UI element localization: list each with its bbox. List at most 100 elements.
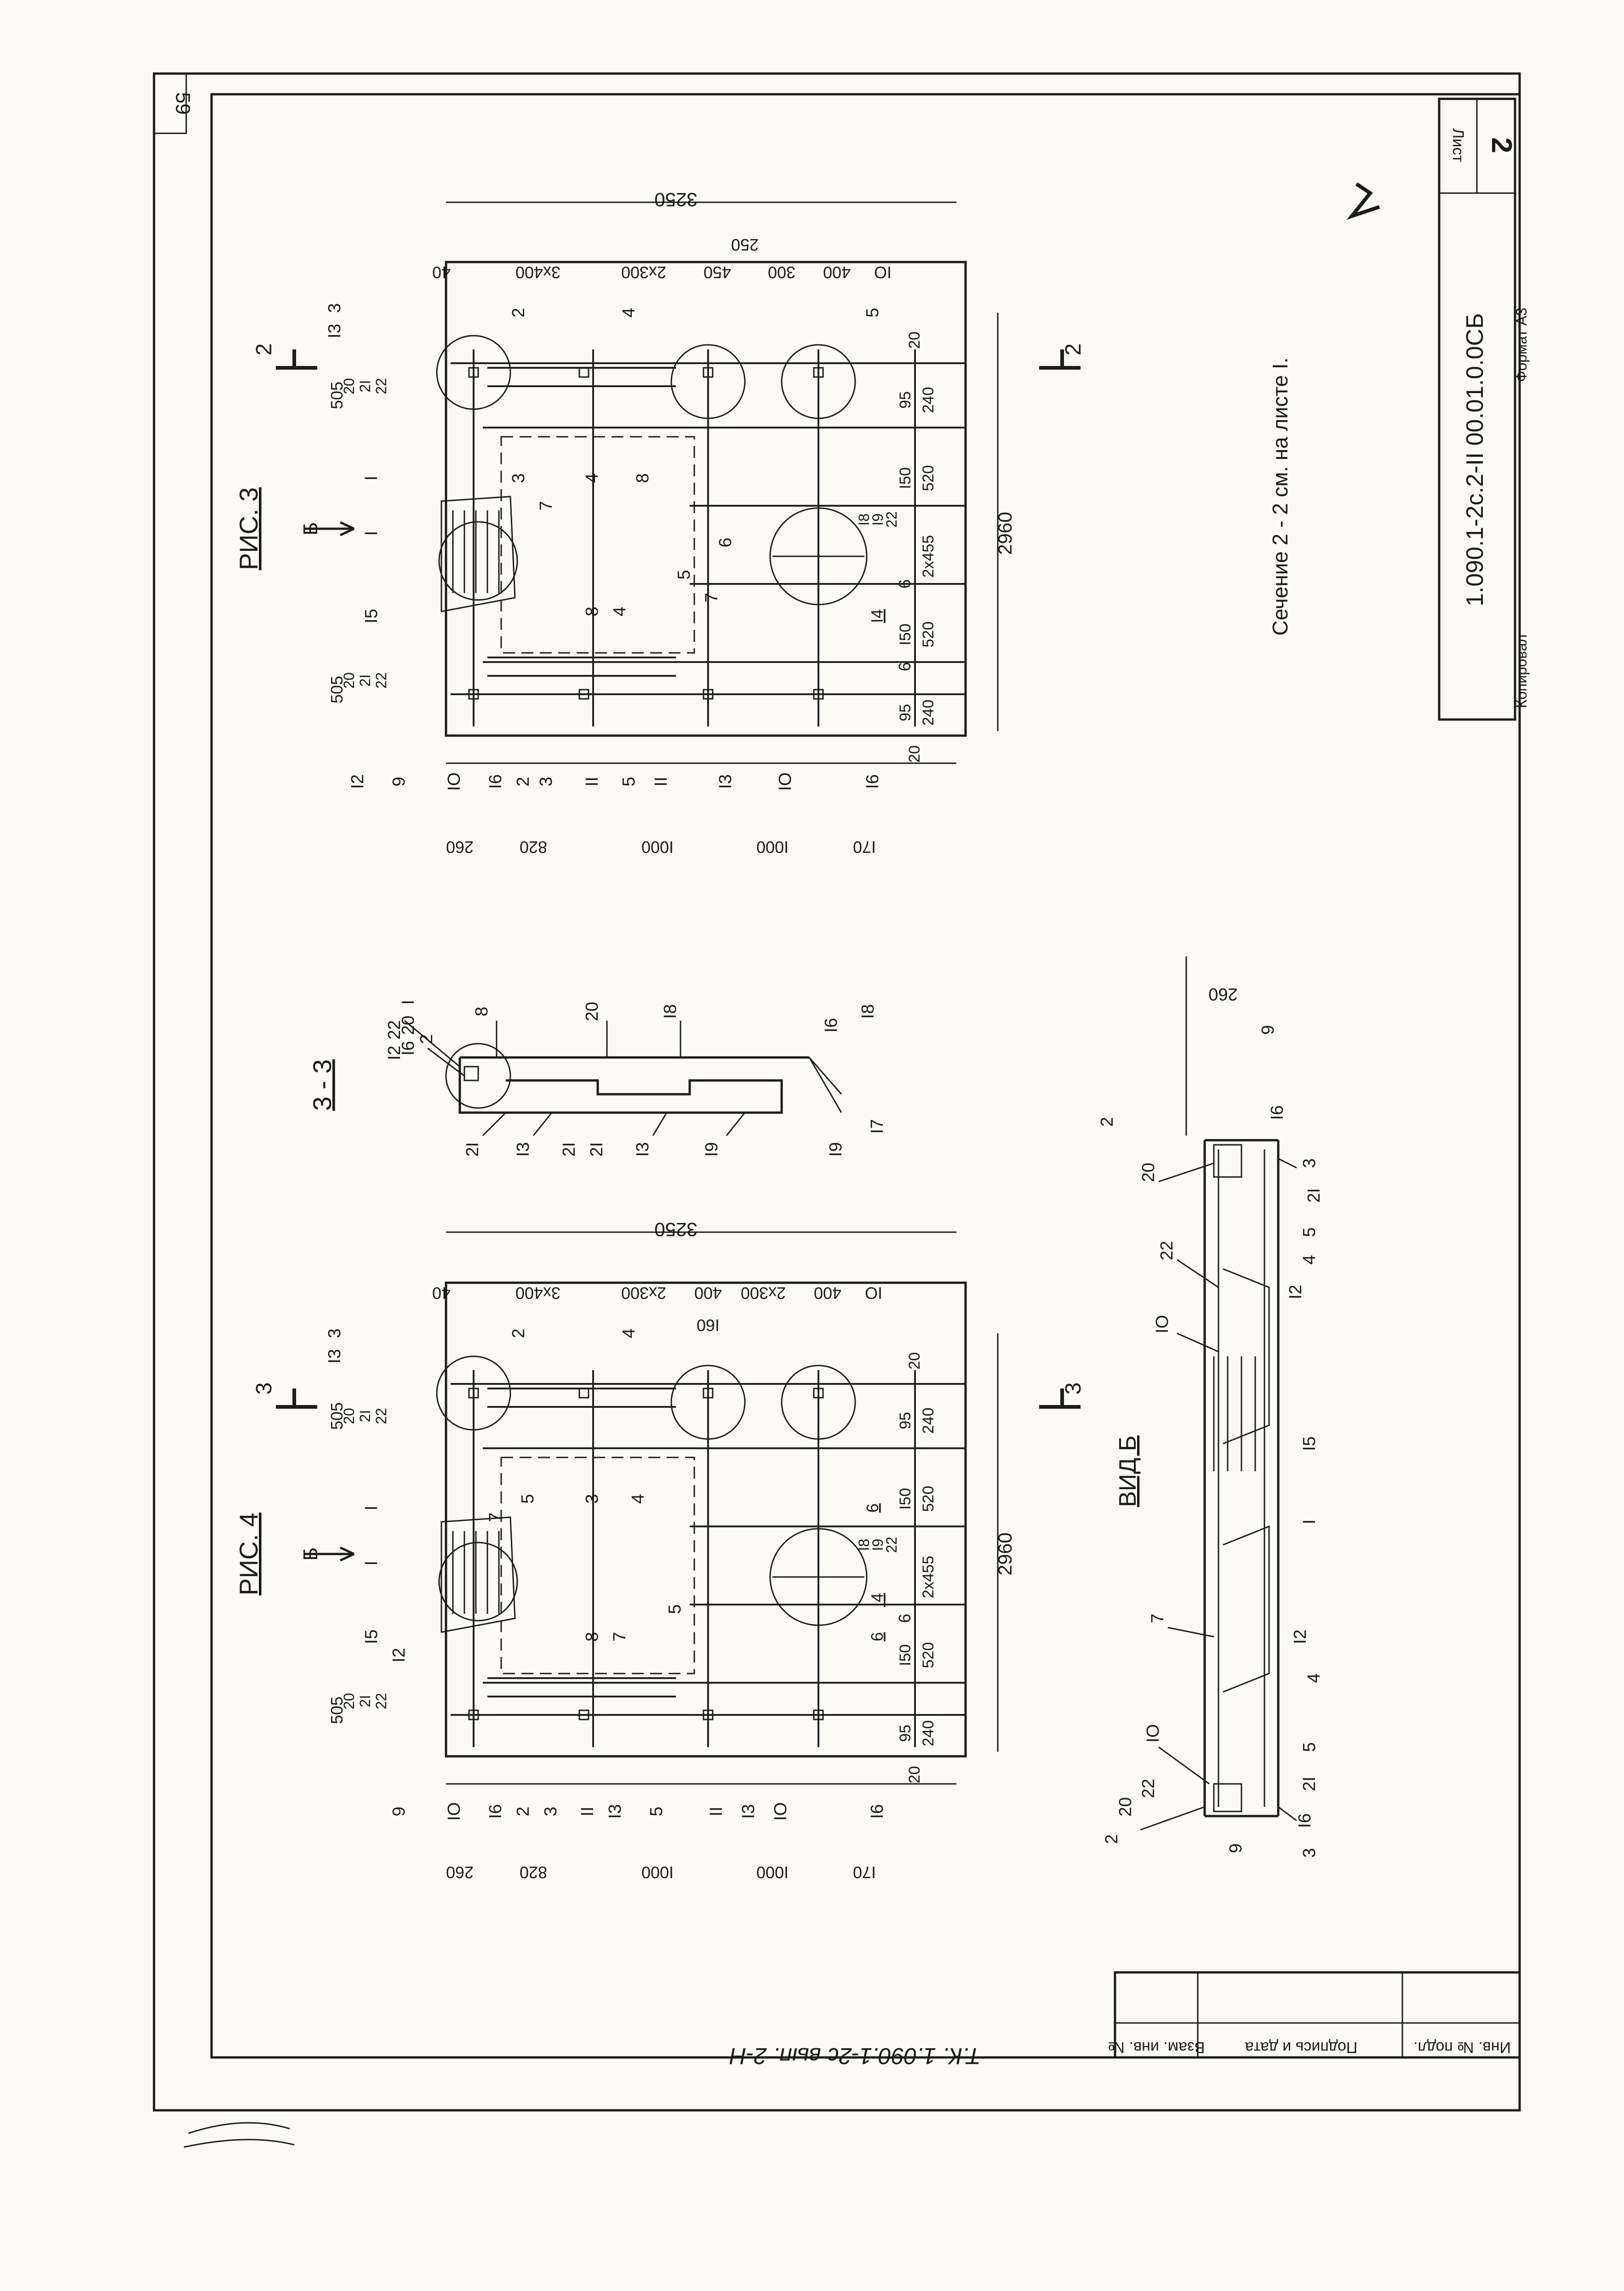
view-b-loop (1223, 1525, 1270, 1693)
fig3-cut-mark (1039, 349, 1081, 370)
fig4-callout: 4 (619, 1328, 639, 1338)
fig4-callout: IO (771, 1802, 790, 1821)
fig4-dim-bottom: 95 (897, 1412, 914, 1429)
scan-scribble (183, 2139, 295, 2148)
section33-callout: 2I (587, 1142, 606, 1157)
fig4-cut-label: 3 (252, 1383, 276, 1395)
fig3-dim-bottom: 2x455 (920, 535, 937, 578)
view-b-callout: I6 (1268, 1105, 1287, 1120)
view-b-callout: I5 (1300, 1436, 1319, 1451)
stamp-inv-podl: Инв. № подл. (1413, 2039, 1511, 2056)
fig4-anchor (813, 1709, 824, 1720)
fig4-callout: 2I (357, 1695, 373, 1708)
fig3-callout: 6 (895, 662, 914, 671)
title-block: Лист 2 1.090.1-2с.2-II 00.01.0.0СБ Копир… (1346, 97, 1530, 721)
view-b-callout: 3 (1300, 1848, 1319, 1857)
approval-strip: Инв. № подл. Подпись и дата Взам. инв. № (1108, 1971, 1521, 2059)
fig4-dim-side: 505 (327, 1697, 346, 1724)
fig4-anchor (813, 1388, 824, 1399)
view-b-anchor (1213, 1783, 1242, 1812)
view-b-outline (1203, 1139, 1280, 1817)
fig4-dim-bottom: 95 (897, 1725, 914, 1742)
view-b-callout: 2I (1300, 1777, 1319, 1791)
pen-mark (1346, 182, 1380, 220)
fig4-anchor (703, 1709, 714, 1720)
view-b-callout: 22 (1157, 1241, 1177, 1260)
fig4-callout: I (362, 1561, 381, 1566)
fig4-callout: 22 (373, 1693, 389, 1709)
fig3-detail-circle (438, 521, 518, 601)
stamp-vzam-inv: Взам. инв. № (1108, 2039, 1205, 2056)
section33-callout: I3 (514, 1142, 533, 1157)
fig3-callout: 7 (537, 501, 556, 510)
fig3-callout: I2 (348, 774, 367, 789)
fig4-callout: I4 (868, 1593, 886, 1607)
fig4-dim-bottom: 2x455 (920, 1556, 937, 1599)
section33-title: 3 - 3 (308, 1059, 337, 1111)
fig3-title: РИС. 3 (234, 487, 263, 570)
fig3-dim-top: 3x400 (515, 263, 560, 282)
fig3-callout: I (362, 531, 381, 536)
fig4-dim-bottom: 520 (920, 1642, 937, 1668)
fig3-callout: 20 (341, 378, 357, 394)
sheet-number: 2 (1486, 137, 1517, 153)
view-b-callout: 2I (1304, 1188, 1324, 1203)
section33-callout: I9 (702, 1142, 721, 1157)
fig3-anchor (703, 367, 714, 378)
fig3-lifting-loop-hatch (452, 510, 500, 593)
fig4-detail-circle (769, 1528, 868, 1626)
view-b-callout: 9 (1226, 1843, 1246, 1853)
fig3-callout: 2 (509, 308, 528, 317)
fig3-view-arrow (303, 521, 355, 537)
fig4-callout: 5 (518, 1494, 538, 1503)
fig3-anchor (578, 367, 589, 378)
fig4-dim-left: 820 (520, 1863, 547, 1882)
fig3-callout: 3 (509, 473, 528, 483)
fig3-dim-bottom: 20 (906, 331, 923, 349)
designation: 1.090.1-2с.2-II 00.01.0.0СБ (1462, 313, 1488, 606)
view-b-callout: 7 (1148, 1613, 1167, 1623)
view-b-callout: I6 (1295, 1813, 1315, 1828)
fig4-dim-top: I60 (697, 1316, 720, 1335)
fig4-view: РИС. 4 Б 3 3 3250 2960 40 3x400 2x300 40… (234, 1219, 1086, 1882)
stamp-signature: Подпись и дата (1245, 2039, 1358, 2056)
page-number: 59 (172, 92, 194, 115)
section33-callout: I8 (661, 1004, 680, 1019)
fig3-dim-top: 40 (432, 263, 451, 282)
fig3-lifting-loop (440, 496, 516, 612)
fig3-callout: 4 (610, 606, 629, 616)
fig3-dim-bottom: 520 (920, 465, 937, 491)
fig4-callout: I5 (362, 1629, 381, 1644)
fig3-callout: II (583, 777, 602, 786)
fig4-dim-top: 400 (814, 1284, 841, 1303)
fig4-callout: IO (445, 1802, 464, 1821)
fig3-anchor (703, 689, 714, 700)
fig4-callout: 6 (863, 1503, 882, 1513)
fig3-callout: I4 (868, 609, 886, 623)
fig3-cut-mark (276, 349, 317, 370)
fig3-dim-top: 2x300 (621, 263, 666, 282)
view-b-callout: I (1300, 1520, 1319, 1525)
fig4-callout: I2 (389, 1648, 409, 1663)
fig4-callout: 9 (389, 1806, 409, 1816)
fig4-dim-3250: 3250 (654, 1219, 697, 1240)
fig3-callout: IO (776, 772, 795, 791)
section33-callout: 8 (472, 1006, 492, 1016)
fig3-dim-top: 400 (823, 263, 851, 282)
view-b-callout: 4 (1304, 1673, 1324, 1683)
fig3-dim-top: 300 (768, 263, 795, 282)
fig4-dim-top: 2x300 (741, 1284, 786, 1303)
fig4-dim-bottom: 20 (906, 1766, 923, 1783)
section33-callout: I2 (385, 1046, 404, 1060)
fig4-detail-circle (781, 1365, 856, 1440)
view-b-callout: I2 (1291, 1629, 1310, 1644)
fig3-detail-circle (769, 507, 868, 606)
view-b-loop (1223, 1268, 1270, 1445)
fig3-callout: 3 (325, 303, 344, 313)
fig4-cut-mark (276, 1388, 317, 1409)
fig3-dim-2960: 2960 (994, 512, 1016, 554)
sheet-label: Лист (1449, 128, 1467, 162)
fig3-detail-circle (670, 344, 746, 419)
fig3-dim-left: I000 (756, 838, 789, 857)
